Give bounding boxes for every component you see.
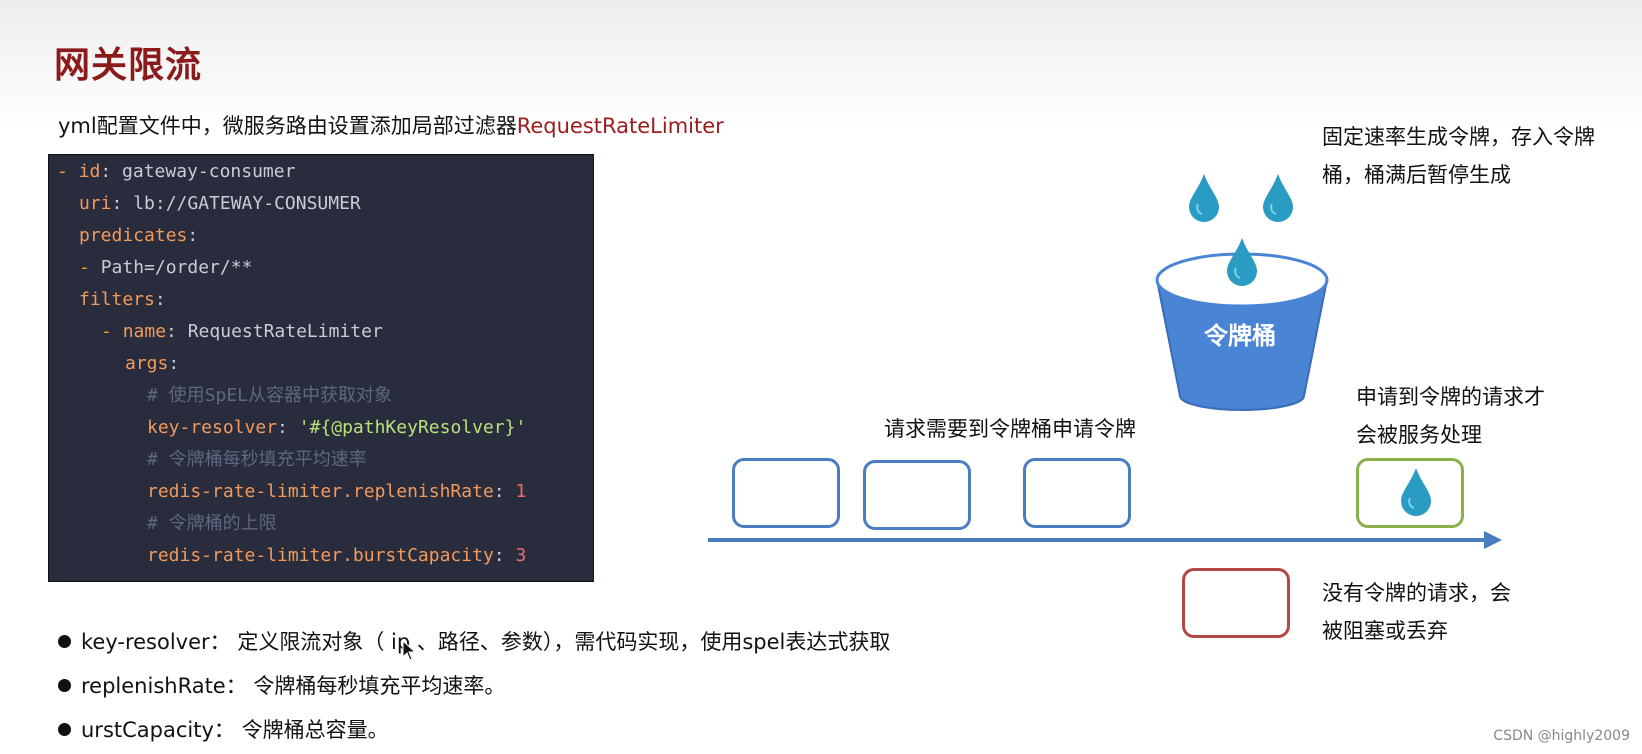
bullet-dot-icon (58, 722, 71, 736)
bucket-label: 令牌桶 (1204, 322, 1276, 350)
subtitle: yml配置文件中，微服务路由设置添加局部过滤器RequestRateLimite… (58, 110, 724, 140)
code-line: redis-rate-limiter.replenishRate: 1 (147, 481, 527, 502)
note-blocked: 没有令牌的请求，会 被阻塞或丢弃 (1322, 581, 1511, 643)
code-line: filters: (79, 289, 166, 310)
code-line: redis-rate-limiter.burstCapacity: 3 (147, 545, 527, 566)
list-item: urstCapacity： 令牌桶总容量。 (58, 714, 389, 744)
code-line: - id: gateway-consumer (57, 161, 296, 182)
list-item: key-resolver： 定义限流对象（ ip 、路径、参数），需代码实现，使… (58, 626, 890, 656)
note-fixed-rate: 固定速率生成令牌，存入令牌 桶，桶满后暂停生成 (1322, 125, 1595, 187)
bullet-dot-icon (58, 634, 71, 648)
code-comment: # 令牌桶的上限 (147, 513, 277, 534)
rejected-request-box (1182, 568, 1290, 638)
subtitle-text: yml配置文件中，微服务路由设置添加局部过滤器 (58, 114, 517, 138)
page-title: 网关限流 (54, 45, 203, 86)
code-line: - Path=/order/** (79, 257, 253, 278)
request-box (732, 458, 840, 528)
request-box (1023, 458, 1131, 528)
note-processed: 申请到令牌的请求才 会被服务处理 (1356, 385, 1545, 447)
code-line: args: (125, 353, 180, 374)
request-box (863, 460, 971, 530)
code-comment: # 令牌桶每秒填充平均速率 (147, 449, 367, 470)
subtitle-highlight: RequestRateLimiter (516, 114, 724, 138)
code-line: key-resolver: '#{@pathKeyResolver}' (147, 417, 527, 438)
list-item: replenishRate： 令牌桶每秒填充平均速率。 (58, 670, 505, 700)
flow-arrow (708, 538, 1488, 542)
token-drop-icon (1401, 468, 1431, 516)
bullet-dot-icon (58, 678, 71, 692)
mouse-cursor-icon (402, 640, 417, 661)
code-block: - id: gateway-consumer uri: lb://GATEWAY… (48, 154, 594, 582)
note-request: 请求需要到令牌桶申请令牌 (884, 417, 1136, 441)
token-drop-icon (1263, 174, 1293, 222)
code-comment: # 使用SpEL从容器中获取对象 (147, 385, 393, 406)
arrow-head-icon (1484, 531, 1502, 549)
code-line: - name: RequestRateLimiter (101, 321, 383, 342)
watermark: CSDN @highly2009 (1493, 728, 1630, 744)
code-line: predicates: (79, 225, 199, 246)
code-line: uri: lb://GATEWAY-CONSUMER (79, 193, 361, 214)
token-drop-icon (1227, 238, 1257, 286)
token-drop-icon (1189, 174, 1219, 222)
